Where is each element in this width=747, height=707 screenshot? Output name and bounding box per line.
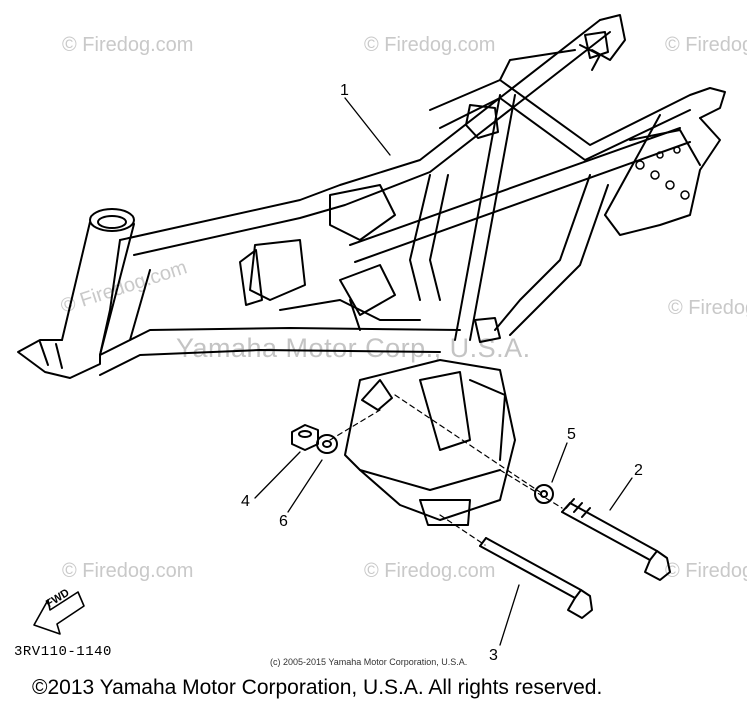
callout-1: 1: [340, 82, 349, 99]
callout-3: 3: [489, 647, 498, 664]
callout-2: 2: [634, 462, 643, 479]
washer-6: [316, 434, 338, 454]
nut-4: [291, 424, 319, 451]
fwd-arrow: [33, 591, 85, 635]
watermark: © Firedog.com: [62, 34, 194, 56]
engine-mount-plate: [344, 359, 516, 526]
callout-5: 5: [567, 426, 576, 443]
watermark: © Firedog.com: [665, 560, 747, 582]
watermark: © Firedog.com: [364, 560, 496, 582]
watermark: © Firedog.com: [665, 34, 747, 56]
rear-bracket-holes: [635, 146, 690, 200]
bottom-tubes: [99, 239, 461, 376]
washer-5: [534, 484, 554, 504]
copyright-small: (c) 2005-2015 Yamaha Motor Corporation, …: [270, 657, 468, 667]
diagonal-brace: [349, 127, 691, 263]
callout-6: 6: [279, 513, 288, 530]
center-brackets: [239, 184, 421, 331]
down-tube: [409, 174, 609, 336]
head-tube: [17, 208, 135, 379]
copyright-main: ©2013 Yamaha Motor Corporation, U.S.A. A…: [32, 676, 603, 699]
watermark: © Firedog.com: [62, 560, 194, 582]
diagram-code: 3RV110-1140: [14, 644, 112, 660]
bolt-3: [479, 537, 593, 619]
watermark: © Firedog.com: [668, 297, 747, 319]
leader-lines: [254, 97, 633, 646]
bolt-2: [561, 498, 671, 581]
alignment-lines: [329, 394, 563, 546]
mount-blocks: [465, 31, 609, 343]
watermark: © Firedog.com: [364, 34, 496, 56]
callout-4: 4: [241, 493, 250, 510]
